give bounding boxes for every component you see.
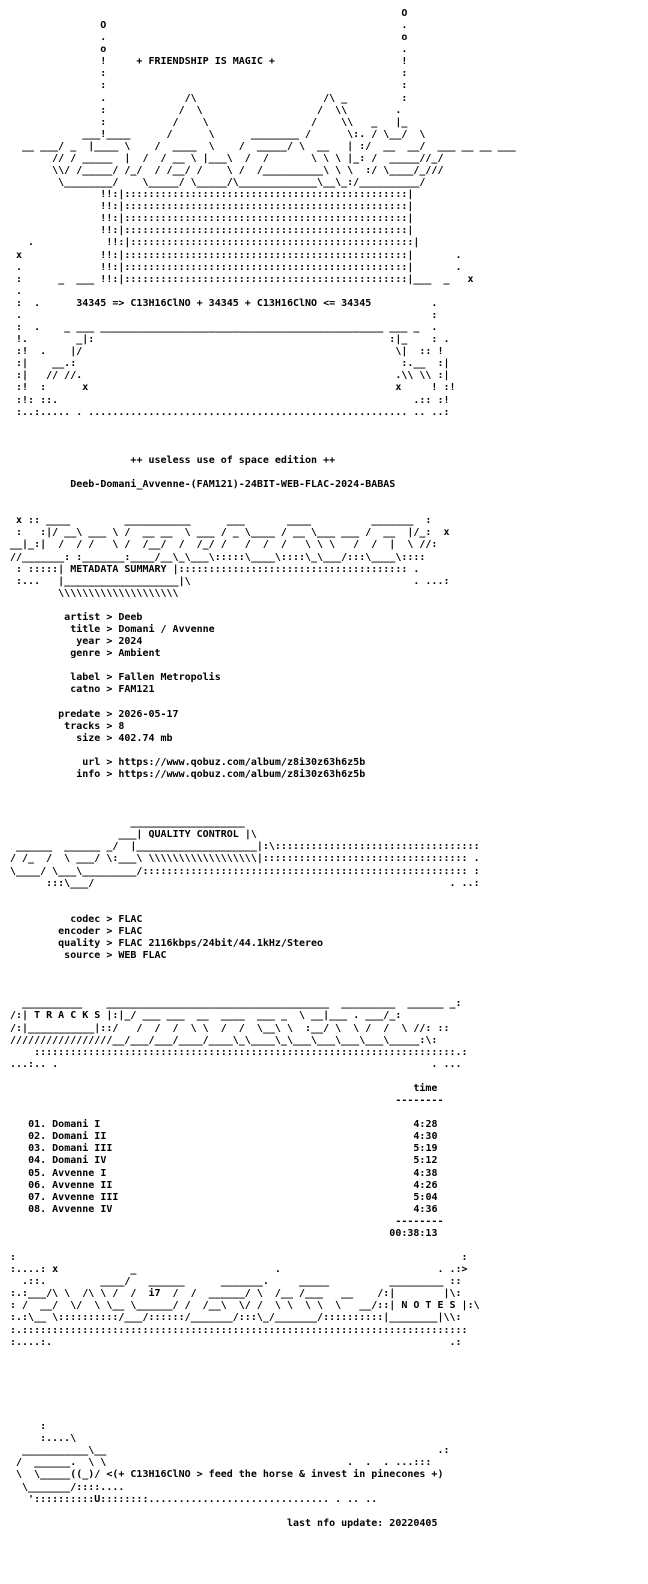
tracks-header: T R A C K S xyxy=(34,1010,101,1022)
track-title: Domani III xyxy=(52,1143,113,1155)
track-time: 5:12 xyxy=(413,1155,438,1167)
metadata-key: info xyxy=(46,768,101,780)
quality-value: FLAC xyxy=(118,925,143,937)
track-time: 4:30 xyxy=(413,1131,438,1143)
metadata-key: title xyxy=(46,623,101,635)
quality-key: source xyxy=(46,950,101,962)
metadata-value: 2024 xyxy=(118,636,143,648)
track-title: Domani II xyxy=(52,1131,107,1143)
track-time: 4:38 xyxy=(413,1167,438,1179)
track-number: 05. xyxy=(28,1167,47,1179)
track-title: Avvenne II xyxy=(52,1179,113,1191)
metadata-header: METADATA SUMMARY xyxy=(70,563,167,575)
quality-key: quality xyxy=(46,938,101,950)
metadata-value: https://www.qobuz.com/album/z8i30z63h6z5… xyxy=(118,756,366,768)
track-time: 4:36 xyxy=(413,1203,438,1215)
last-update: last nfo update: 20220405 xyxy=(286,1517,438,1529)
track-number: 04. xyxy=(28,1155,47,1167)
quality-value: FLAC 2116kbps/24bit/44.1kHz/Stereo xyxy=(118,938,324,950)
track-time: 5:04 xyxy=(413,1191,438,1203)
metadata-value: 8 xyxy=(118,720,125,732)
metadata-key: catno xyxy=(46,684,101,696)
release-name: Deeb-Domani_Avvenne-(FAM121)-24BIT-WEB-F… xyxy=(70,479,396,491)
track-time: 4:26 xyxy=(413,1179,438,1191)
quality-value: FLAC xyxy=(118,913,143,925)
metadata-value: Deeb xyxy=(118,611,143,623)
metadata-key: url xyxy=(46,756,101,768)
metadata-key: predate xyxy=(46,708,101,720)
metadata-value: 402.74 mb xyxy=(118,732,173,744)
quality-key: codec xyxy=(46,913,101,925)
notes-header: N O T E S xyxy=(401,1300,456,1312)
metadata-value: Fallen Metropolis xyxy=(118,672,221,684)
track-number: 02. xyxy=(28,1131,47,1143)
metadata-key: size xyxy=(46,732,101,744)
metadata-key: genre xyxy=(46,648,101,660)
metadata-key: artist xyxy=(46,611,101,623)
metadata-key: tracks xyxy=(46,720,101,732)
track-title: Domani IV xyxy=(52,1155,107,1167)
track-number: 08. xyxy=(28,1203,47,1215)
track-number: 01. xyxy=(28,1119,47,1131)
metadata-value: Ambient xyxy=(118,648,161,660)
track-time: 5:19 xyxy=(413,1143,438,1155)
metadata-key: label xyxy=(46,672,101,684)
quality-key: encoder xyxy=(46,925,101,937)
nfo-text-block: O O . . o o xyxy=(10,8,516,1529)
quality-header: QUALITY CONTROL xyxy=(148,829,239,841)
track-title: Avvenne IV xyxy=(52,1203,113,1215)
track-time: 4:28 xyxy=(413,1119,438,1131)
metadata-key: year xyxy=(46,636,101,648)
quality-value: WEB FLAC xyxy=(118,950,167,962)
time-header: time xyxy=(413,1082,438,1094)
metadata-value: FAM121 xyxy=(118,684,155,696)
tagline: ++ useless use of space edition ++ xyxy=(130,454,336,466)
track-number: 03. xyxy=(28,1143,47,1155)
metadata-value: 2026-05-17 xyxy=(118,708,179,720)
track-number: 06. xyxy=(28,1179,47,1191)
track-title: Domani I xyxy=(52,1119,101,1131)
footer-message: <(+ C13H16ClNO > feed the horse & invest… xyxy=(106,1469,444,1481)
track-title: Avvenne III xyxy=(52,1191,119,1203)
metadata-value: Domani / Avvenne xyxy=(118,623,215,635)
total-time: 00:38:13 xyxy=(389,1227,438,1239)
track-title: Avvenne I xyxy=(52,1167,107,1179)
track-number: 07. xyxy=(28,1191,47,1203)
metadata-value: https://www.qobuz.com/album/z8i30z63h6z5… xyxy=(118,768,366,780)
